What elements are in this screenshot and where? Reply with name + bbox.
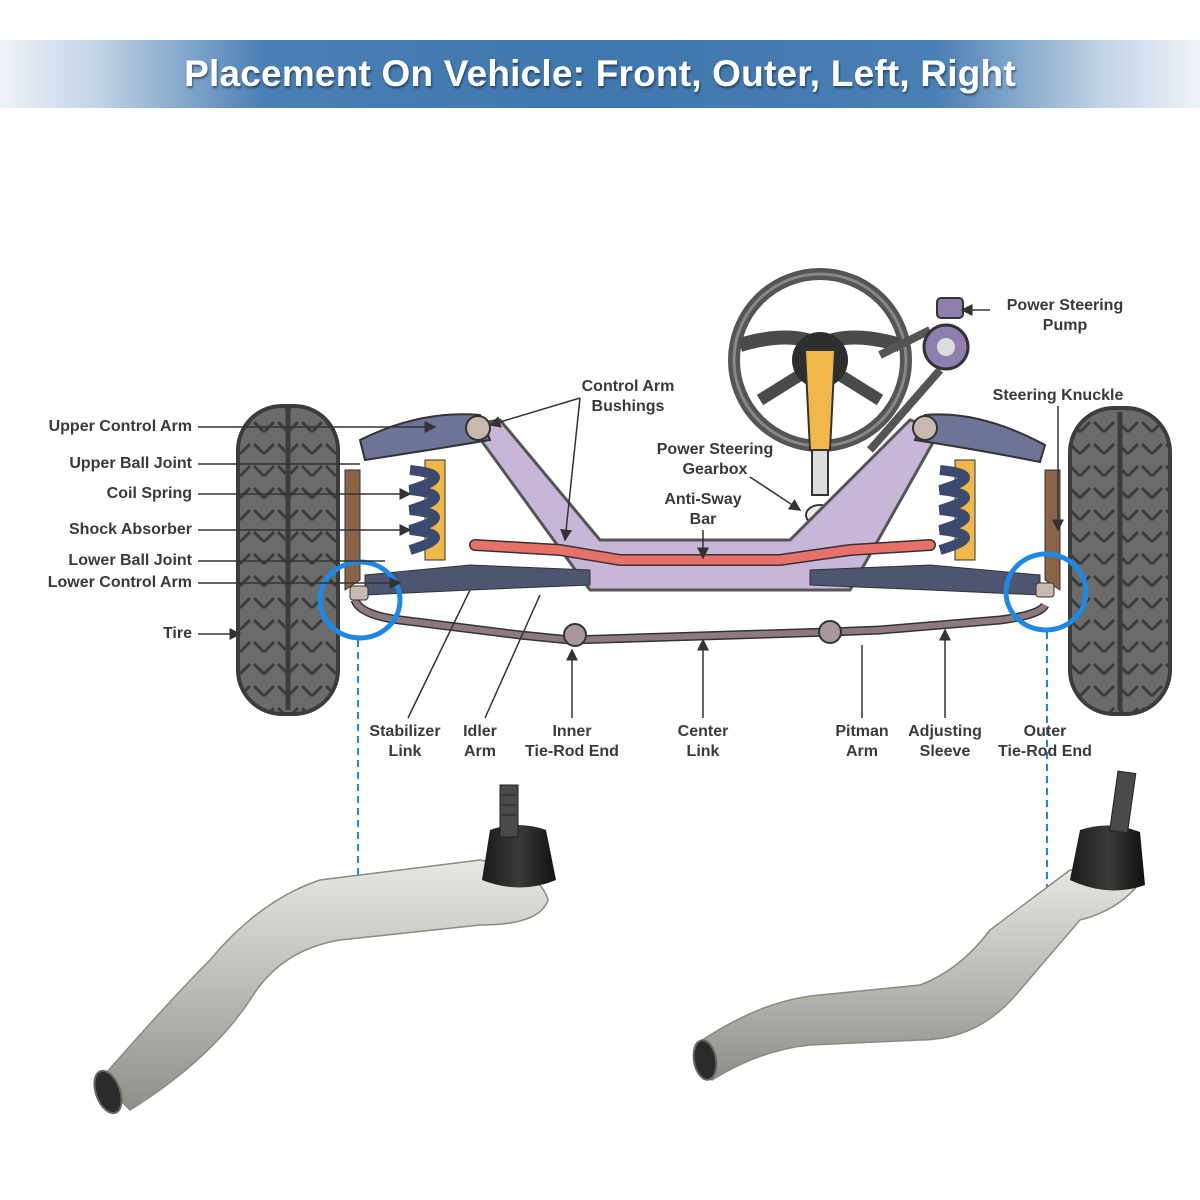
label-center-link-line2: Link (686, 743, 720, 760)
left-coil-spring (408, 459, 446, 561)
left-upper-control-arm (358, 413, 492, 462)
right-outer-tie-rod-ball (1035, 582, 1055, 598)
right-upper-control-arm (913, 413, 1047, 464)
label-control-arm-bushings: Control Arm Bushings (568, 377, 688, 417)
label-outer-tie-rod-end: Outer Tie-Rod End (985, 722, 1105, 762)
steering-linkage (352, 598, 1048, 644)
label-adjusting-sleeve-line1: Adjusting (908, 723, 982, 740)
label-stabilizer-link: Stabilizer Link (355, 722, 455, 762)
label-adjusting-sleeve: Adjusting Sleeve (895, 722, 995, 762)
label-tire: Tire (162, 625, 192, 642)
right-highlight-circle (1003, 551, 1089, 633)
label-coil-spring: Coil Spring (106, 485, 192, 502)
steering-column (803, 349, 837, 526)
product-left-tie-rod-end (93, 784, 556, 1115)
label-outer-tie-rod-end-line2: Tie-Rod End (998, 743, 1092, 760)
label-stabilizer-link-line1: Stabilizer (369, 723, 441, 740)
right-inner-tie-rod-end (818, 620, 842, 644)
label-inner-tie-rod-end-line1: Inner (552, 723, 592, 740)
label-idler-arm: Idler Arm (450, 722, 510, 762)
label-center-link: Center Link (653, 722, 753, 762)
power-steering-pump (866, 297, 970, 453)
label-anti-sway-bar-line1: Anti-Sway (664, 491, 742, 508)
label-pitman-arm-line1: Pitman (835, 723, 889, 740)
label-adjusting-sleeve-line2: Sleeve (919, 743, 971, 760)
label-idler-arm-line1: Idler (463, 723, 497, 740)
left-highlight-circle (317, 559, 403, 641)
label-anti-sway-bar-line2: Bar (689, 511, 717, 528)
header-banner: Placement On Vehicle: Front, Outer, Left… (0, 40, 1200, 108)
label-power-steering-gearbox-line1: Power Steering (656, 441, 774, 458)
label-power-steering-gearbox-line2: Gearbox (682, 461, 748, 478)
label-anti-sway-bar: Anti-Sway Bar (643, 490, 763, 530)
label-control-arm-bushings-line1: Control Arm (581, 378, 675, 395)
label-idler-arm-line2: Arm (463, 743, 496, 760)
label-upper-control-arm: Upper Control Arm (48, 418, 192, 435)
label-shock-absorber: Shock Absorber (69, 521, 192, 538)
label-control-arm-bushings-line2: Bushings (591, 398, 665, 415)
left-outer-tie-rod-ball (349, 585, 369, 601)
label-center-link-line1: Center (677, 723, 729, 740)
left-inner-tie-rod-end (563, 623, 587, 647)
right-tire (1068, 406, 1172, 716)
label-power-steering-pump-line1: Power Steering (1006, 297, 1124, 314)
banner-title: Placement On Vehicle: Front, Outer, Left… (184, 53, 1016, 94)
right-bushing (912, 415, 938, 441)
label-steering-knuckle: Steering Knuckle (992, 387, 1124, 404)
label-inner-tie-rod-end: Inner Tie-Rod End (512, 722, 632, 762)
left-tire (236, 404, 340, 716)
label-lower-control-arm: Lower Control Arm (47, 574, 192, 591)
other-leader-lines (407, 304, 1064, 719)
product-right-tie-rod-end (692, 770, 1145, 1082)
label-power-steering-gearbox: Power Steering Gearbox (640, 440, 790, 480)
label-power-steering-pump-line2: Pump (1042, 317, 1088, 334)
label-inner-tie-rod-end-line2: Tie-Rod End (525, 743, 619, 760)
label-upper-ball-joint: Upper Ball Joint (69, 455, 192, 472)
label-outer-tie-rod-end-line1: Outer (1023, 723, 1067, 740)
label-lower-ball-joint: Lower Ball Joint (68, 552, 192, 569)
subframe (467, 418, 943, 592)
label-pitman-arm: Pitman Arm (822, 722, 902, 762)
label-power-steering-pump: Power Steering Pump (990, 296, 1140, 336)
left-leader-lines (198, 421, 437, 640)
right-coil-spring (938, 459, 976, 561)
label-stabilizer-link-line2: Link (388, 743, 422, 760)
anti-sway-bar (470, 540, 935, 565)
left-bushing (465, 415, 491, 441)
label-pitman-arm-line2: Arm (845, 743, 878, 760)
